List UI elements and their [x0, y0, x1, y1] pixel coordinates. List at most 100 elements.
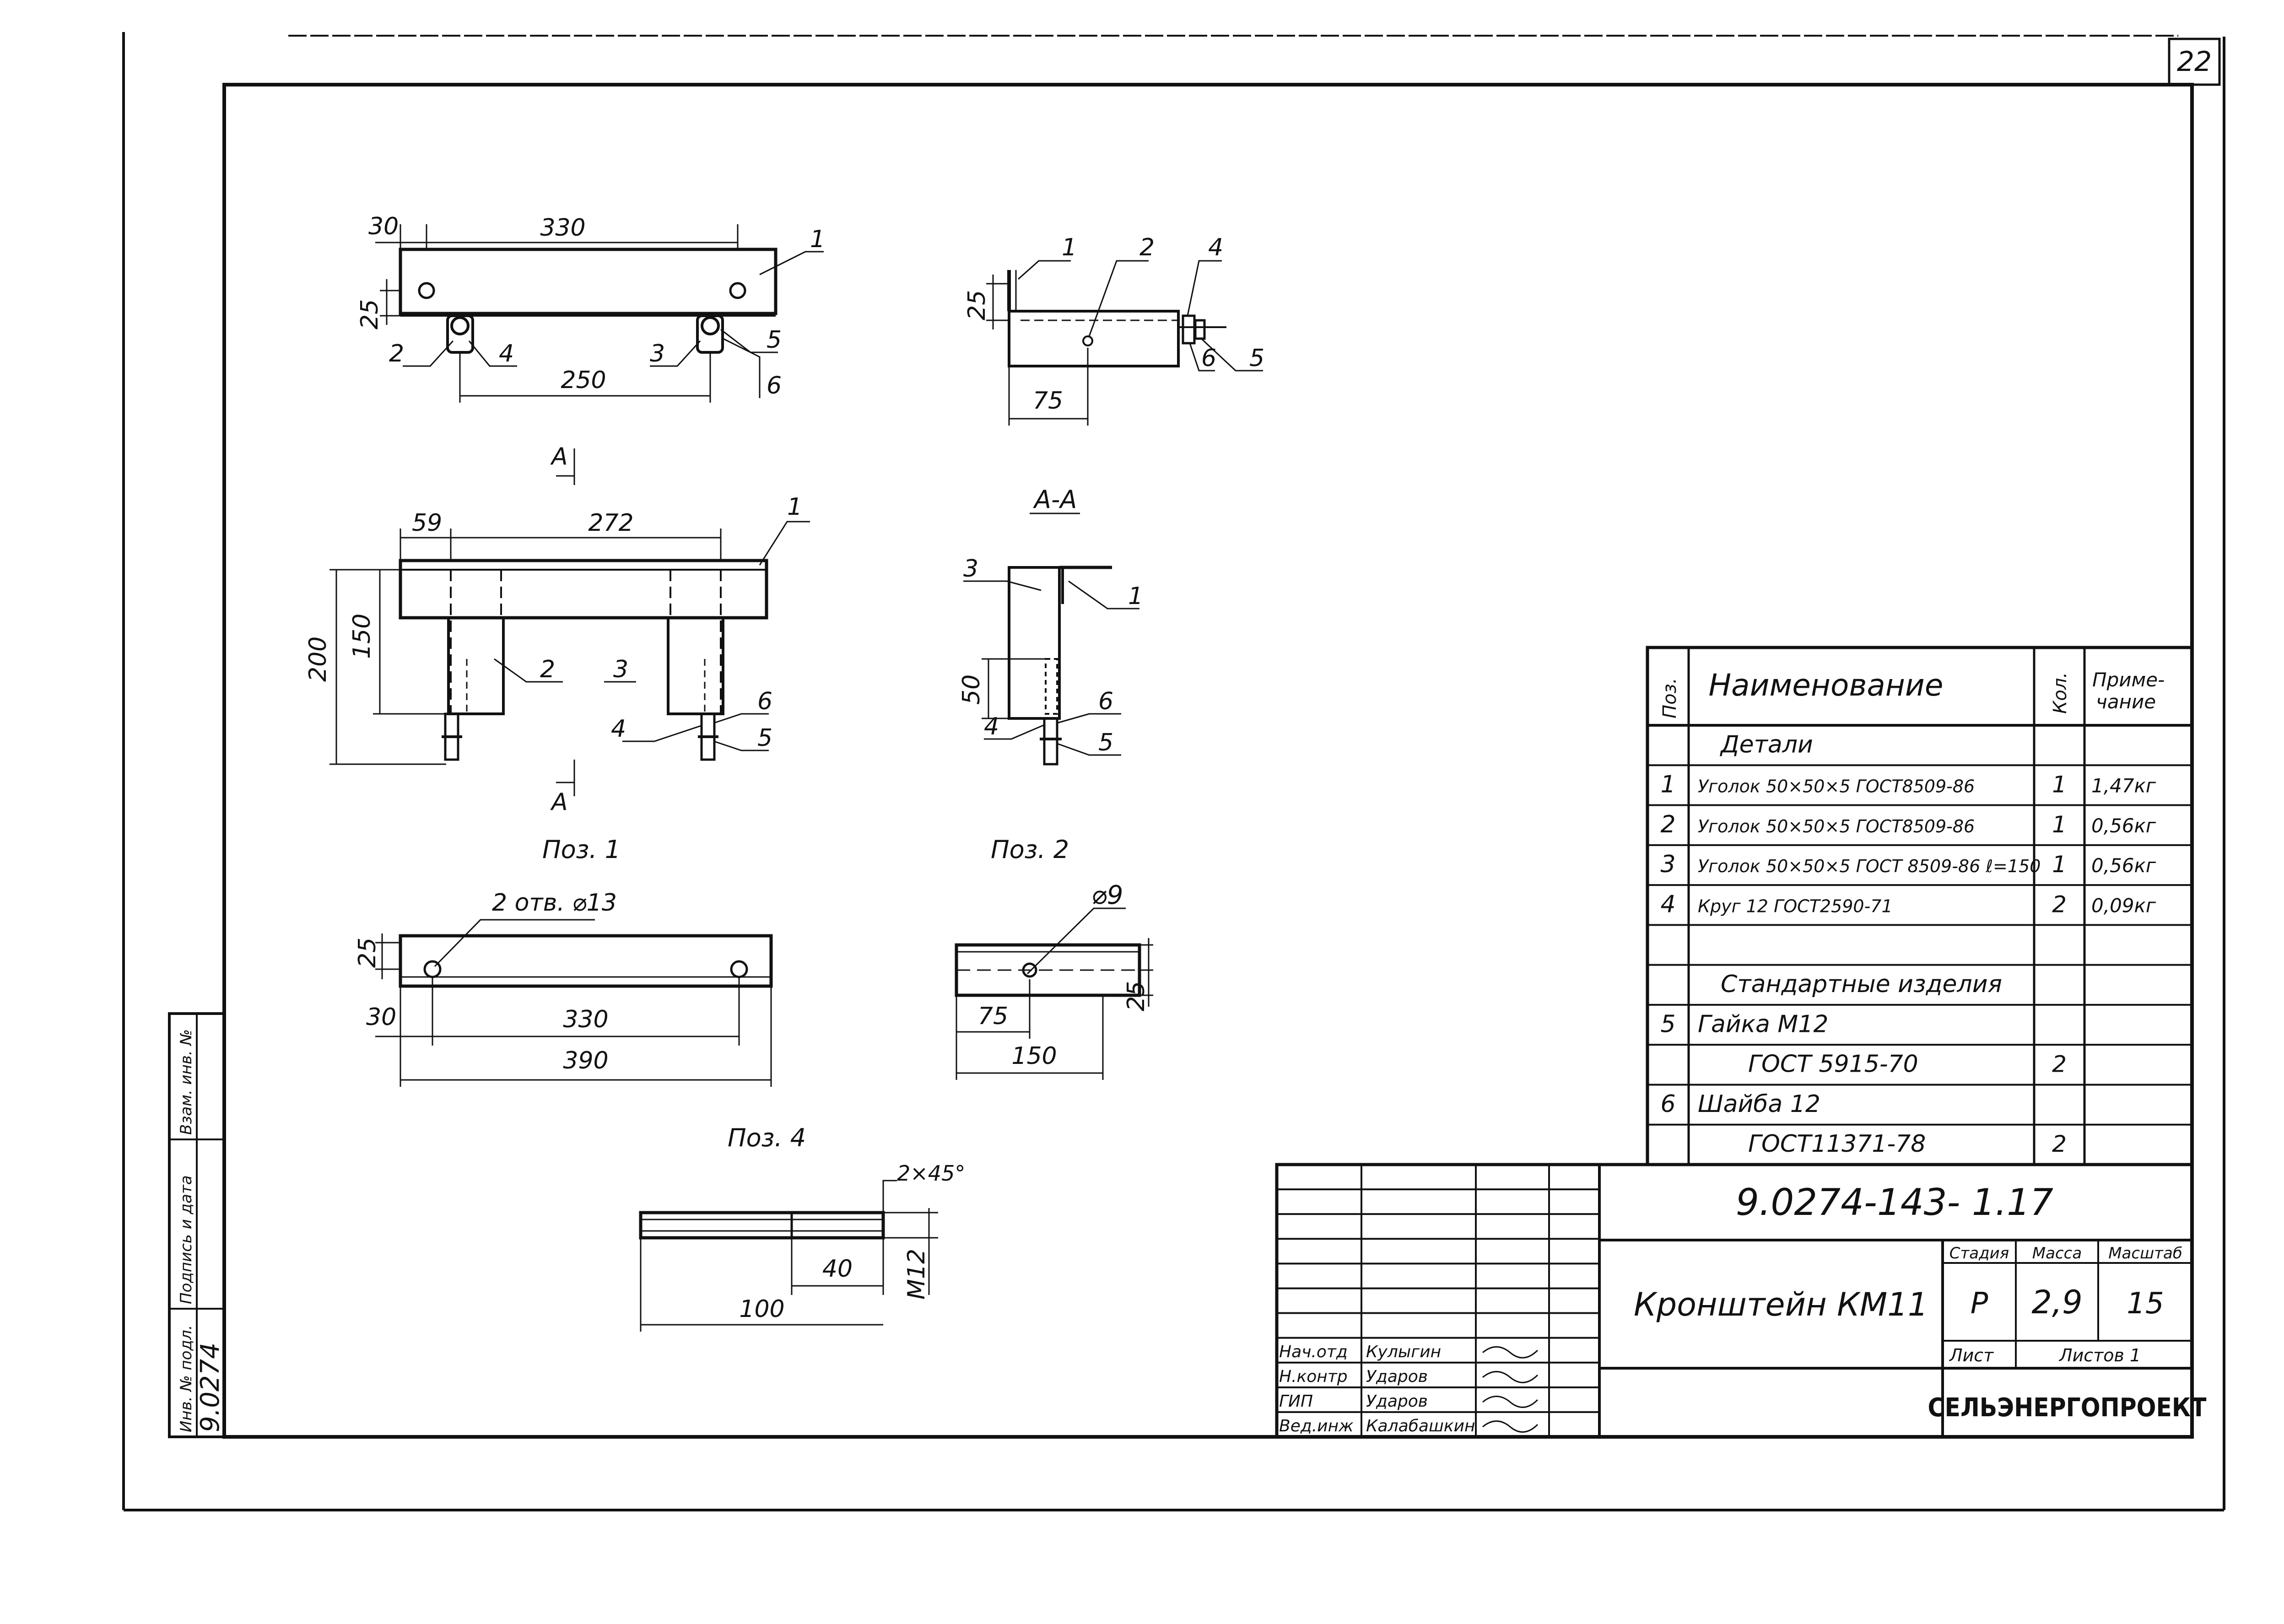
front-leader-2: 2	[540, 656, 555, 683]
signature-role: Н.контр	[1279, 1367, 1348, 1386]
spec-header-pos: Поз.	[1659, 678, 1680, 718]
pos4-title: Поз. 4	[728, 1123, 806, 1152]
section-aa-leader-4: 4	[984, 713, 999, 740]
title-block-grid	[1277, 1188, 1599, 1413]
mass-value: 2,9	[2031, 1284, 2082, 1321]
side-leader-6: 6	[1201, 345, 1216, 372]
section-aa: А-А 50 3 1 6 4 5	[958, 485, 1143, 766]
spec-header-qty: Кол.	[2050, 672, 2071, 714]
section-aa-leader-6: 6	[1098, 688, 1113, 715]
side-stamp-inv-podl: Инв. № подл.	[177, 1325, 195, 1432]
section-aa-leader-1: 1	[1128, 583, 1143, 610]
section-aa-leader-3: 3	[963, 555, 978, 583]
side-leader-2: 2	[1139, 234, 1155, 261]
pos1-title: Поз. 1	[542, 835, 621, 864]
pos1-dim-30: 30	[366, 1004, 396, 1031]
spec-row-qty: 2	[2052, 891, 2067, 917]
signature-role: ГИП	[1279, 1392, 1313, 1411]
spec-row-name: Стандартные изделия	[1721, 971, 2002, 998]
signature-name: Калабашкин	[1366, 1417, 1475, 1435]
spec-row-pos: 4	[1660, 890, 1675, 918]
side-stamp-podpis: Подпись и дата	[177, 1175, 195, 1304]
spec-row-pos: 6	[1660, 1090, 1675, 1118]
spec-header-note-2: чание	[2096, 691, 2156, 713]
pos2-dim-75: 75	[978, 1003, 1008, 1030]
spec-row-name: Уголок 50×50×5 ГОСТ8509-86	[1698, 777, 1975, 797]
front-section-mark-top: А	[550, 443, 568, 470]
spec-row-name: Гайка М12	[1698, 1010, 1828, 1038]
front-leader-1: 1	[787, 493, 802, 521]
top-leader-3: 3	[650, 340, 665, 367]
pos4-thread: М12	[903, 1249, 930, 1300]
sheet-number: 22	[2177, 46, 2212, 78]
top-view: 30 330 25 250 1 2 3 4 5 6	[356, 213, 825, 403]
top-dim-25: 25	[356, 299, 383, 329]
spec-row-qty: 2	[2052, 1131, 2067, 1157]
side-leader-5: 5	[1249, 345, 1264, 372]
top-dim-330: 330	[540, 214, 585, 242]
side-dim-25: 25	[963, 290, 991, 320]
doc-code: 9.0274-143- 1.17	[1736, 1181, 2053, 1224]
spec-row-note: 0,09кг	[2091, 894, 2156, 917]
pos4-view: Поз. 4 М12 2×45° 40 100	[639, 1123, 965, 1332]
spec-row-note: 1,47кг	[2091, 775, 2156, 797]
spec-row-name: Уголок 50×50×5 ГОСТ8509-86	[1698, 816, 1975, 836]
title-block: 9.0274-143- 1.17 Кронштейн КМ11 Стадия М…	[1275, 1163, 2207, 1439]
sheet-label: Лист	[1949, 1345, 1994, 1365]
section-aa-dim-50: 50	[958, 674, 985, 705]
spec-row-name: Уголок 50×50×5 ГОСТ 8509-86 ℓ=150	[1698, 856, 2041, 876]
top-dim-30: 30	[368, 213, 399, 240]
side-leader-4: 4	[1208, 234, 1223, 261]
signature-scribble	[1482, 1396, 1539, 1408]
pos4-dim-40: 40	[822, 1255, 853, 1283]
top-dim-250: 250	[561, 367, 606, 394]
front-leader-6: 6	[757, 688, 772, 715]
mass-label: Масса	[2032, 1244, 2082, 1263]
signature-name: Кулыгин	[1366, 1343, 1441, 1361]
front-leader-5: 5	[757, 724, 772, 752]
side-stamp-vzam-inv: Взам. инв. №	[177, 1029, 195, 1135]
stage-value: Р	[1971, 1287, 1988, 1321]
spec-row-qty: 1	[2052, 851, 2067, 878]
spec-header-name: Наименование	[1709, 668, 1944, 703]
spec-header-note-1: Приме-	[2092, 669, 2165, 691]
top-leader-6: 6	[767, 372, 782, 399]
spec-row-pos: 3	[1660, 851, 1675, 878]
front-dim-59: 59	[412, 509, 442, 537]
side-dim-75: 75	[1033, 387, 1063, 415]
scale-value: 15	[2127, 1287, 2164, 1321]
spec-row-pos: 2	[1660, 811, 1675, 838]
stage-label: Стадия	[1949, 1244, 2009, 1263]
sheets-label: Листов 1	[2058, 1345, 2141, 1365]
spec-row-note: 0,56кг	[2091, 815, 2156, 837]
signature-scribble	[1482, 1346, 1539, 1359]
spec-row-pos: 1	[1660, 771, 1675, 799]
front-dim-200: 200	[304, 637, 332, 682]
signature-scribble	[1482, 1420, 1539, 1433]
organization: СЕЛЬЭНЕРГОПРОЕКТ	[1928, 1393, 2207, 1423]
specification-table: Поз. Наименование Кол. Приме- чание Дета…	[1646, 646, 2194, 1166]
pos1-dim-330: 330	[563, 1006, 608, 1033]
side-view: 25 75 1 2 4 6 5	[963, 234, 1264, 426]
product-name: Кронштейн КМ11	[1634, 1286, 1928, 1323]
section-aa-leader-5: 5	[1098, 729, 1113, 756]
front-dim-150: 150	[348, 614, 376, 659]
spec-row-name: Шайба 12	[1698, 1090, 1820, 1118]
signature-name: Ударов	[1366, 1367, 1428, 1386]
signature-role: Вед.инж	[1279, 1417, 1354, 1435]
pos2-dim-150: 150	[1011, 1042, 1057, 1070]
signature-name: Ударов	[1366, 1392, 1428, 1411]
front-leader-4: 4	[611, 715, 626, 743]
front-dim-272: 272	[588, 509, 633, 537]
spec-row-qty: 2	[2052, 1051, 2067, 1078]
pos1-view: Поз. 1 2 отв. ⌀13 25 30 330 390	[354, 835, 773, 1087]
spec-row-note: 0,56кг	[2091, 854, 2156, 877]
front-leader-3: 3	[613, 656, 628, 683]
top-leader-1: 1	[810, 226, 825, 253]
pos2-title: Поз. 2	[991, 835, 1069, 864]
side-leader-1: 1	[1062, 234, 1077, 261]
pos2-view: Поз. 2 ⌀9 25 75 150	[955, 835, 1153, 1080]
